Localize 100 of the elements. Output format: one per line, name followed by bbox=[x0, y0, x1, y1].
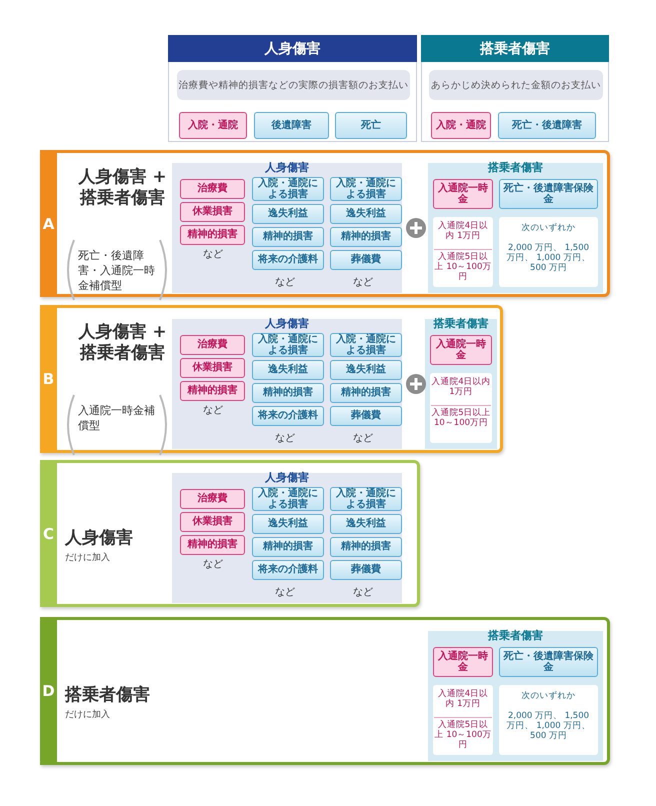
row-letter-tab: A bbox=[40, 150, 57, 297]
coverage-panel bbox=[172, 163, 402, 293]
row-letter-tab: C bbox=[40, 460, 57, 607]
coverage-tag: 休業損害 bbox=[180, 358, 245, 378]
coverage-tag: 入院・通院による損害 bbox=[330, 177, 402, 201]
coverage-panel bbox=[428, 631, 603, 761]
coverage-tag: 死亡・後遺障害 bbox=[498, 112, 596, 139]
column-header bbox=[421, 35, 609, 142]
etc-note: など bbox=[274, 586, 296, 599]
plan-title: 人身傷害 bbox=[65, 527, 133, 549]
panel-title: 人身傷害 bbox=[264, 160, 310, 175]
coverage-panel bbox=[172, 319, 402, 449]
etc-note: など bbox=[202, 404, 224, 417]
coverage-panel bbox=[172, 473, 402, 603]
coverage-tag: 入通院一時金 bbox=[430, 335, 492, 365]
amount-box bbox=[499, 217, 598, 287]
coverage-tag: 入通院一時金 bbox=[433, 647, 493, 677]
etc-note: など bbox=[202, 248, 224, 261]
column-header bbox=[168, 35, 417, 142]
amount-heading: 次のいずれか bbox=[520, 223, 576, 234]
amount-text: 入通院5日以上 10～100万円 bbox=[431, 405, 491, 428]
etc-note: など bbox=[274, 432, 296, 445]
coverage-tag: 精神的損害 bbox=[330, 383, 402, 403]
amount-text: 入通院5日以上 10～100万円 bbox=[434, 249, 492, 283]
column-title: 搭乗者傷害 bbox=[421, 35, 609, 62]
coverage-tag: 治療費 bbox=[180, 179, 245, 199]
amount-heading: 次のいずれか bbox=[520, 691, 576, 702]
coverage-tag: 入院・通院による損害 bbox=[252, 177, 324, 201]
coverage-tag: 入院・通院による損害 bbox=[252, 487, 324, 511]
coverage-tag: 葬儀費 bbox=[330, 560, 402, 580]
coverage-tag: 精神的損害 bbox=[180, 225, 245, 245]
description-box: あらかじめ決められた金額のお支払い bbox=[429, 70, 603, 100]
coverage-tag: 治療費 bbox=[180, 489, 245, 509]
etc-note: など bbox=[352, 276, 374, 289]
plan-subtitle: 入通院一時金補償型 bbox=[78, 404, 156, 434]
panel-title: 搭乗者傷害 bbox=[432, 316, 490, 331]
coverage-tag: 逸失利益 bbox=[330, 204, 402, 224]
amount-text: 2,000 万円、 1,500 万円、 1,000 万円、500 万円 bbox=[506, 243, 592, 274]
column-title: 人身傷害 bbox=[168, 35, 417, 62]
etc-note: など bbox=[274, 276, 296, 289]
panel-title: 搭乗者傷害 bbox=[486, 160, 544, 175]
plan-row bbox=[40, 460, 420, 607]
coverage-tag: 精神的損害 bbox=[252, 383, 324, 403]
coverage-tag: 休業損害 bbox=[180, 512, 245, 532]
plan-row bbox=[40, 305, 503, 453]
plan-subtitle: だけに加入 bbox=[65, 708, 110, 721]
coverage-tag: 葬儀費 bbox=[330, 250, 402, 270]
coverage-tag: 精神的損害 bbox=[330, 227, 402, 247]
amount-text: 入通院4日以内 1万円 bbox=[436, 221, 490, 242]
coverage-panel bbox=[428, 163, 603, 293]
panel-title: 人身傷害 bbox=[264, 316, 310, 331]
coverage-tag: 死亡・後遺障害保険金 bbox=[499, 647, 598, 677]
coverage-tag: 入院・通院による損害 bbox=[252, 333, 324, 357]
coverage-tag: 入通院一時金 bbox=[433, 179, 493, 209]
plan-subtitle: 死亡・後遺障害・入通院一時金補償型 bbox=[78, 249, 156, 294]
amount-text: 入通院4日以内 1万円 bbox=[431, 377, 491, 398]
coverage-tag: 休業損害 bbox=[180, 202, 245, 222]
etc-note: など bbox=[352, 586, 374, 599]
amount-text: 入通院4日以内 1万円 bbox=[436, 689, 490, 710]
coverage-tag: 逸失利益 bbox=[252, 204, 324, 224]
coverage-tag: 将来の介護料 bbox=[252, 406, 324, 426]
coverage-tag: 精神的損害 bbox=[252, 537, 324, 557]
coverage-tag: 精神的損害 bbox=[330, 537, 402, 557]
amount-text: 入通院5日以上 10～100万円 bbox=[434, 717, 492, 751]
amount-box bbox=[433, 685, 493, 755]
plan-title: 人身傷害 + 搭乗者傷害 bbox=[77, 167, 168, 210]
coverage-tag: 治療費 bbox=[180, 335, 245, 355]
plan-title: 搭乗者傷害 bbox=[65, 684, 150, 706]
row-letter-tab: B bbox=[40, 305, 57, 453]
coverage-tag: 逸失利益 bbox=[330, 360, 402, 380]
amount-box bbox=[433, 217, 493, 287]
plan-title: 人身傷害 + 搭乗者傷害 bbox=[77, 322, 168, 364]
amount-box bbox=[430, 373, 492, 443]
coverage-panel bbox=[425, 319, 497, 449]
etc-note: など bbox=[202, 558, 224, 571]
coverage-tag: 逸失利益 bbox=[252, 514, 324, 534]
amount-text: 2,000 万円、 1,500 万円、 1,000 万円、500 万円 bbox=[506, 711, 592, 742]
coverage-tag: 精神的損害 bbox=[180, 535, 245, 555]
coverage-tag: 将来の介護料 bbox=[252, 560, 324, 580]
coverage-tag: 入院・通院 bbox=[179, 112, 247, 139]
coverage-tag: 精神的損害 bbox=[180, 381, 245, 401]
coverage-tag: 後遺障害 bbox=[254, 112, 329, 139]
coverage-tag: 入院・通院 bbox=[431, 112, 491, 139]
coverage-tag: 葬儀費 bbox=[330, 406, 402, 426]
description-box: 治療費や精神的損害などの実際の損害額のお支払い bbox=[177, 70, 410, 100]
row-letter-tab: D bbox=[40, 617, 57, 765]
coverage-tag: 入院・通院による損害 bbox=[330, 333, 402, 357]
panel-title: 搭乗者傷害 bbox=[486, 628, 544, 643]
coverage-tag: 死亡 bbox=[335, 112, 407, 139]
coverage-tag: 逸失利益 bbox=[330, 514, 402, 534]
coverage-tag: 精神的損害 bbox=[252, 227, 324, 247]
etc-note: など bbox=[352, 432, 374, 445]
coverage-tag: 死亡・後遺障害保険金 bbox=[499, 179, 598, 209]
panel-title: 人身傷害 bbox=[264, 470, 310, 485]
coverage-tag: 入院・通院による損害 bbox=[330, 487, 402, 511]
amount-box bbox=[499, 685, 598, 755]
plan-subtitle: だけに加入 bbox=[65, 552, 110, 564]
coverage-tag: 逸失利益 bbox=[252, 360, 324, 380]
coverage-tag: 将来の介護料 bbox=[252, 250, 324, 270]
plan-row bbox=[40, 617, 610, 765]
